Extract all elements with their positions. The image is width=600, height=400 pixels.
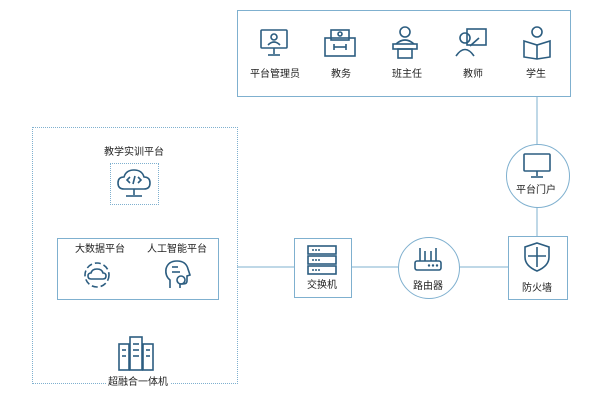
portal-monitor-icon bbox=[523, 153, 551, 178]
role-label-academic-affairs: 教务 bbox=[331, 69, 351, 80]
role-label-student: 学生 bbox=[526, 69, 546, 80]
ai-brain-icon bbox=[165, 260, 192, 288]
bigdata-platform-label: 大数据平台 bbox=[75, 244, 125, 255]
firewall-shield-icon bbox=[524, 242, 550, 272]
head-teacher-icon bbox=[392, 26, 418, 59]
ai-platform-label: 人工智能平台 bbox=[147, 244, 207, 255]
appliance-building-icon bbox=[118, 336, 154, 371]
student-reading-icon bbox=[523, 26, 551, 60]
firewall-node bbox=[508, 236, 568, 300]
portal-label: 平台门户 bbox=[516, 185, 556, 196]
router-icon bbox=[414, 248, 442, 271]
training-platform-box bbox=[110, 163, 159, 205]
cloud-code-icon bbox=[117, 169, 151, 197]
training-platform-label: 教学实训平台 bbox=[104, 147, 164, 158]
bigdata-ai-group-box bbox=[57, 238, 219, 300]
appliance-label: 超融合一体机 bbox=[106, 377, 170, 389]
switch-icon bbox=[307, 245, 337, 275]
admin-monitor-icon bbox=[260, 29, 288, 56]
router-label: 路由器 bbox=[413, 281, 443, 292]
user-roles-box bbox=[237, 10, 571, 97]
role-label-admin: 平台管理员 bbox=[250, 69, 300, 80]
router-node bbox=[398, 237, 460, 299]
switch-label: 交换机 bbox=[307, 280, 337, 291]
teacher-board-icon bbox=[455, 28, 487, 57]
firewall-label: 防火墙 bbox=[522, 283, 552, 294]
switch-node bbox=[294, 238, 352, 298]
role-label-head-teacher: 班主任 bbox=[392, 69, 422, 80]
academic-affairs-icon bbox=[324, 29, 356, 57]
bigdata-cloud-icon bbox=[84, 262, 110, 288]
role-label-teacher: 教师 bbox=[463, 69, 483, 80]
